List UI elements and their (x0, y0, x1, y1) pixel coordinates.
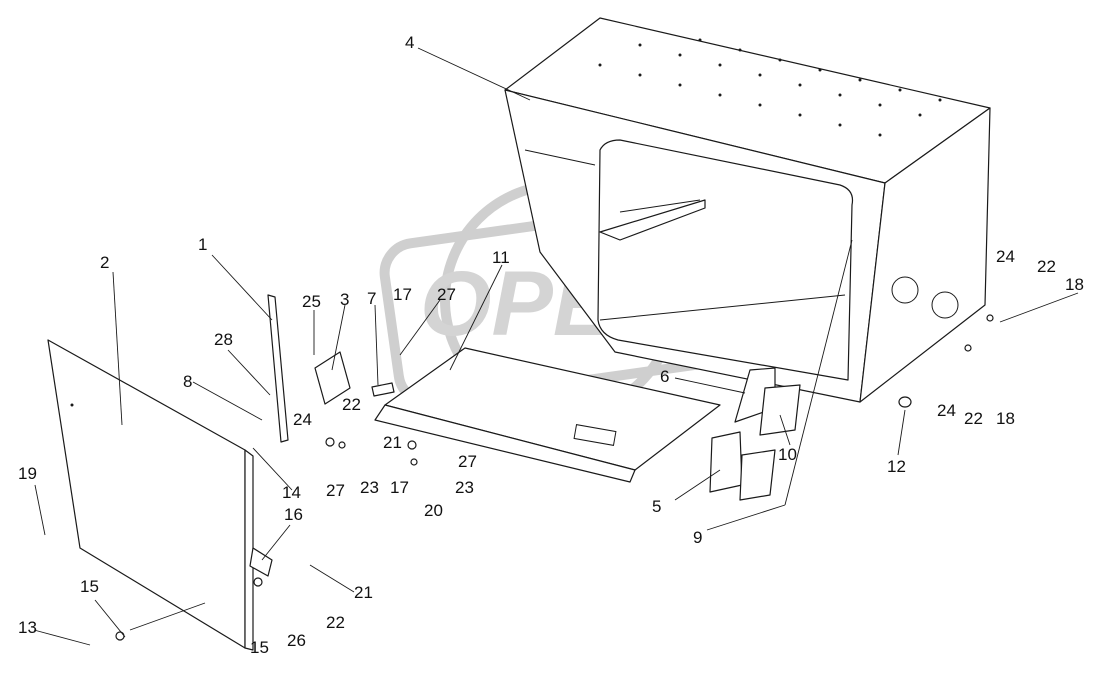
callout-28: 28 (214, 330, 233, 349)
base-plate (374, 347, 721, 483)
callout-23-left: 23 (360, 478, 379, 497)
box-housing (504, 17, 991, 403)
callout-25: 25 (302, 292, 321, 311)
callout-21-top: 21 (383, 433, 402, 452)
callout-22-right: 22 (1037, 257, 1056, 276)
callout-9: 9 (693, 528, 702, 547)
callout-20: 20 (424, 501, 443, 520)
callout-14: 14 (282, 483, 301, 502)
callout-27-top: 27 (437, 285, 456, 304)
callout-24-left: 24 (293, 410, 312, 429)
small-parts (115, 294, 994, 641)
cover-panel (47, 339, 254, 651)
callout-21-bottom: 21 (354, 583, 373, 602)
callout-labels: 1 2 3 4 5 6 7 8 9 10 11 12 13 14 15 15 1… (18, 33, 1084, 657)
callout-11: 11 (492, 248, 510, 267)
callout-6: 6 (660, 367, 669, 386)
leader-lines (33, 47, 1079, 646)
callout-10: 10 (778, 445, 797, 464)
callout-15-bottom: 15 (250, 638, 269, 657)
callout-27-left: 27 (326, 481, 345, 500)
callout-15-left: 15 (80, 577, 99, 596)
callout-17-top: 17 (393, 285, 412, 304)
callout-23-right: 23 (455, 478, 474, 497)
callout-24-right: 24 (996, 247, 1015, 266)
callout-4: 4 (405, 33, 414, 52)
box-top-perforations (598, 38, 942, 137)
callout-19: 19 (18, 464, 37, 483)
callout-13: 13 (18, 618, 37, 637)
callout-2: 2 (100, 253, 109, 272)
callout-17-bottom: 17 (390, 478, 409, 497)
callout-16: 16 (284, 505, 303, 524)
callout-27-right: 27 (458, 452, 477, 471)
callout-12: 12 (887, 457, 906, 476)
callout-7: 7 (367, 289, 376, 308)
callout-8: 8 (183, 372, 192, 391)
callout-22-lower: 22 (964, 409, 983, 428)
callout-3: 3 (340, 290, 349, 309)
callout-22-left: 22 (342, 395, 361, 414)
callout-18-top: 18 (1065, 275, 1084, 294)
callout-5: 5 (652, 497, 661, 516)
callout-24-lower: 24 (937, 401, 956, 420)
callout-18-bottom: 18 (996, 409, 1015, 428)
callout-22-bottom: 22 (326, 613, 345, 632)
callout-26: 26 (287, 631, 306, 650)
callout-1: 1 (198, 235, 207, 254)
